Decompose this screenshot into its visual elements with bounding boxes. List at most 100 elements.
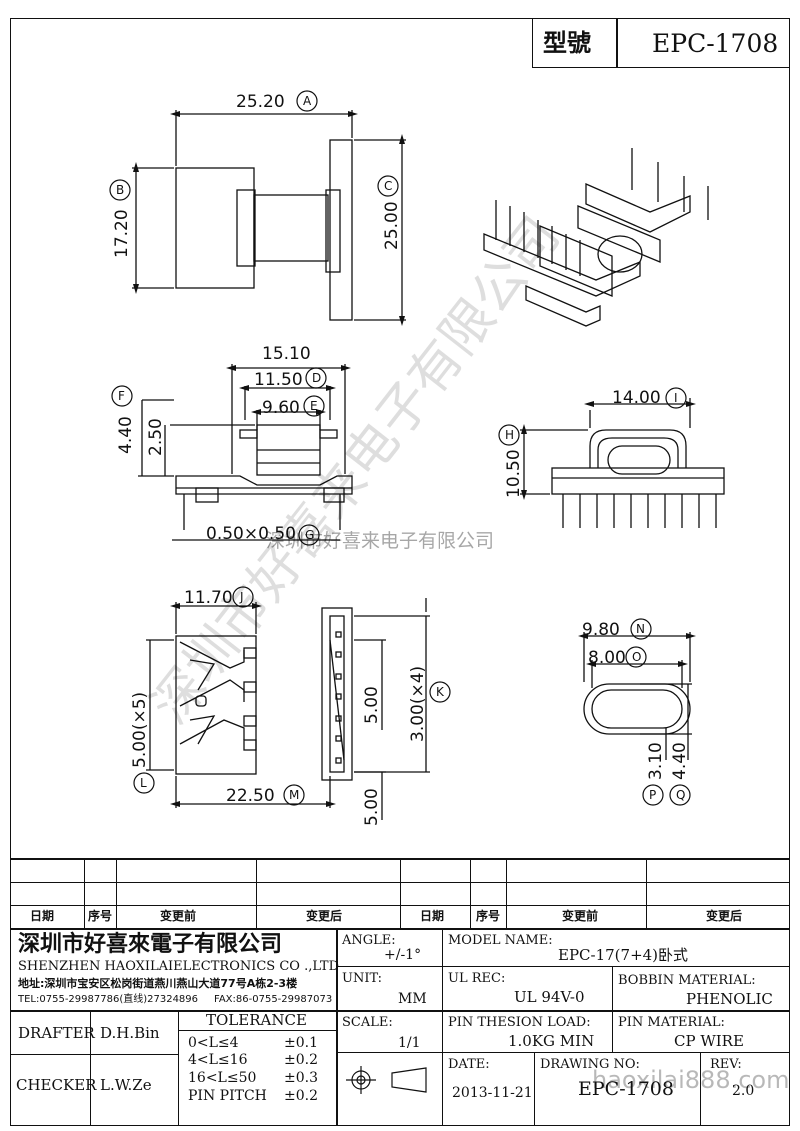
model-name-label: MODEL NAME: (448, 933, 553, 948)
company-fax: FAX:86-0755-29987073 (214, 994, 333, 1005)
bobbin-material-label: BOBBIN MATERIAL: (618, 973, 756, 988)
rev-header-seq-1: 序号 (88, 909, 113, 923)
revision-col-5 (470, 858, 471, 928)
dim-n: 9.80 (582, 620, 620, 640)
tb-col-company (336, 928, 338, 1126)
company-en: SHENZHEN HAOXILAIELECTRONICS CO .,LTD (18, 959, 340, 974)
rev-value: 2.0 (732, 1083, 755, 1099)
dim-h: 10.50 (504, 449, 524, 498)
label-d: D (312, 371, 322, 385)
label-m: M (289, 788, 300, 802)
label-j: J (240, 590, 244, 604)
tb-col-date (534, 1052, 535, 1126)
drawing-no-value: EPC-1708 (578, 1078, 674, 1100)
scale-label: SCALE: (342, 1015, 393, 1030)
rev-label: REV: (710, 1057, 742, 1072)
rev-header-seq-2: 序号 (476, 909, 501, 923)
angle-label: ANGLE: (342, 933, 396, 948)
revision-col-6 (506, 858, 507, 928)
pin-material-label: PIN MATERIAL: (618, 1015, 725, 1030)
tolerance-value-3: ±0.3 (284, 1070, 318, 1086)
checker-value: L.W.Ze (100, 1076, 152, 1094)
rev-header-before-1: 变更前 (160, 909, 197, 923)
revision-row-line-3 (10, 928, 790, 930)
tolerance-value-4: ±0.2 (284, 1088, 318, 1104)
label-h: H (505, 428, 515, 442)
dim-a: 25.20 (236, 92, 285, 112)
tolerance-range-2: 4<L≤16 (188, 1052, 248, 1068)
label-a: A (303, 94, 312, 108)
revision-col-3 (256, 858, 257, 928)
label-b: B (116, 183, 125, 197)
model-label: 型號 (543, 28, 591, 57)
tb-row-1 (336, 966, 790, 967)
unit-label: UNIT: (342, 971, 383, 986)
tb-col-tolerance (178, 1010, 179, 1126)
drawing-frame (10, 18, 790, 1126)
label-e: E (310, 399, 318, 413)
tb-col-rev (700, 1052, 701, 1126)
rev-header-after-1: 变更后 (306, 909, 343, 923)
tb-col-drafter-label (90, 1010, 91, 1126)
model-name-value: EPC-17(7+4)卧式 (558, 946, 689, 964)
tb-col-2 (442, 928, 443, 1126)
checker-label: CHECKER (16, 1076, 97, 1094)
dim-bottom: 5.00 (362, 788, 382, 826)
pin-load-value: 1.0KG MIN (508, 1032, 595, 1050)
label-i: I (674, 391, 678, 405)
scale-value: 1/1 (398, 1035, 421, 1051)
dim-f: 4.40 (116, 416, 136, 454)
rev-header-date-1: 日期 (30, 909, 55, 923)
company-address: 地址:深圳市宝安区松岗街道燕川燕山大道77号A栋2-3楼 (18, 977, 298, 990)
label-l: L (140, 776, 147, 790)
label-o: O (632, 650, 642, 664)
label-c: C (384, 179, 393, 193)
ul-rec-value: UL 94V-0 (514, 988, 585, 1006)
tolerance-title: TOLERANCE (206, 1011, 307, 1029)
watermark-url: haoxilai888.com (592, 1066, 790, 1094)
revision-col-4 (400, 858, 401, 928)
dim-i: 14.00 (612, 388, 661, 408)
revision-col-2 (116, 858, 117, 928)
dim-m: 22.50 (226, 786, 275, 806)
date-value: 2013-11-21 (452, 1085, 533, 1101)
ul-rec-label: UL REC: (448, 971, 506, 986)
technical-drawing (109, 90, 725, 820)
date-label: DATE: (448, 1057, 490, 1072)
dim-p: 3.10 (646, 742, 666, 780)
rev-header-before-2: 变更前 (562, 909, 599, 923)
revision-col-7 (646, 858, 647, 928)
label-n: N (636, 622, 645, 636)
dim-j: 11.70 (184, 588, 233, 608)
model-box-divider (616, 18, 618, 68)
company-cn: 深圳市好喜來電子有限公司 (18, 931, 283, 957)
label-g: G (305, 528, 315, 542)
model-value: EPC-1708 (652, 29, 779, 58)
label-q: Q (676, 788, 686, 802)
dim-q: 4.40 (670, 742, 690, 780)
pin-material-value: CP WIRE (674, 1032, 744, 1050)
pin-load-label: PIN THESION LOAD: (448, 1015, 591, 1030)
tolerance-value-1: ±0.1 (284, 1035, 318, 1051)
model-box (532, 18, 790, 68)
tb-row-2 (10, 1010, 790, 1012)
company-tel: TEL:0755-29987786(直线)27324896 (18, 994, 199, 1005)
dim-b: 17.20 (112, 209, 132, 258)
dim-g: 0.50×0.50 (206, 524, 296, 544)
dim-k: 3.00(×4) (408, 665, 428, 742)
tb-col-3 (612, 966, 613, 1052)
bobbin-material-value: PHENOLIC (686, 990, 773, 1008)
dim-d: 11.50 (254, 370, 303, 390)
dim-e: 9.60 (262, 398, 300, 418)
rev-header-after-2: 变更后 (706, 909, 743, 923)
drawing-no-label: DRAWING NO: (540, 1057, 640, 1072)
tolerance-range-1: 0<L≤4 (188, 1035, 239, 1051)
dim-f-inner: 2.50 (146, 418, 166, 456)
tb-tolerance-title-line (178, 1030, 336, 1031)
drafter-label: DRAFTER (18, 1024, 95, 1042)
tb-row-3 (336, 1052, 790, 1053)
tolerance-value-2: ±0.2 (284, 1052, 318, 1068)
dim-o: 8.00 (588, 648, 626, 668)
label-f: F (118, 389, 125, 403)
dim-c: 25.00 (382, 201, 402, 250)
